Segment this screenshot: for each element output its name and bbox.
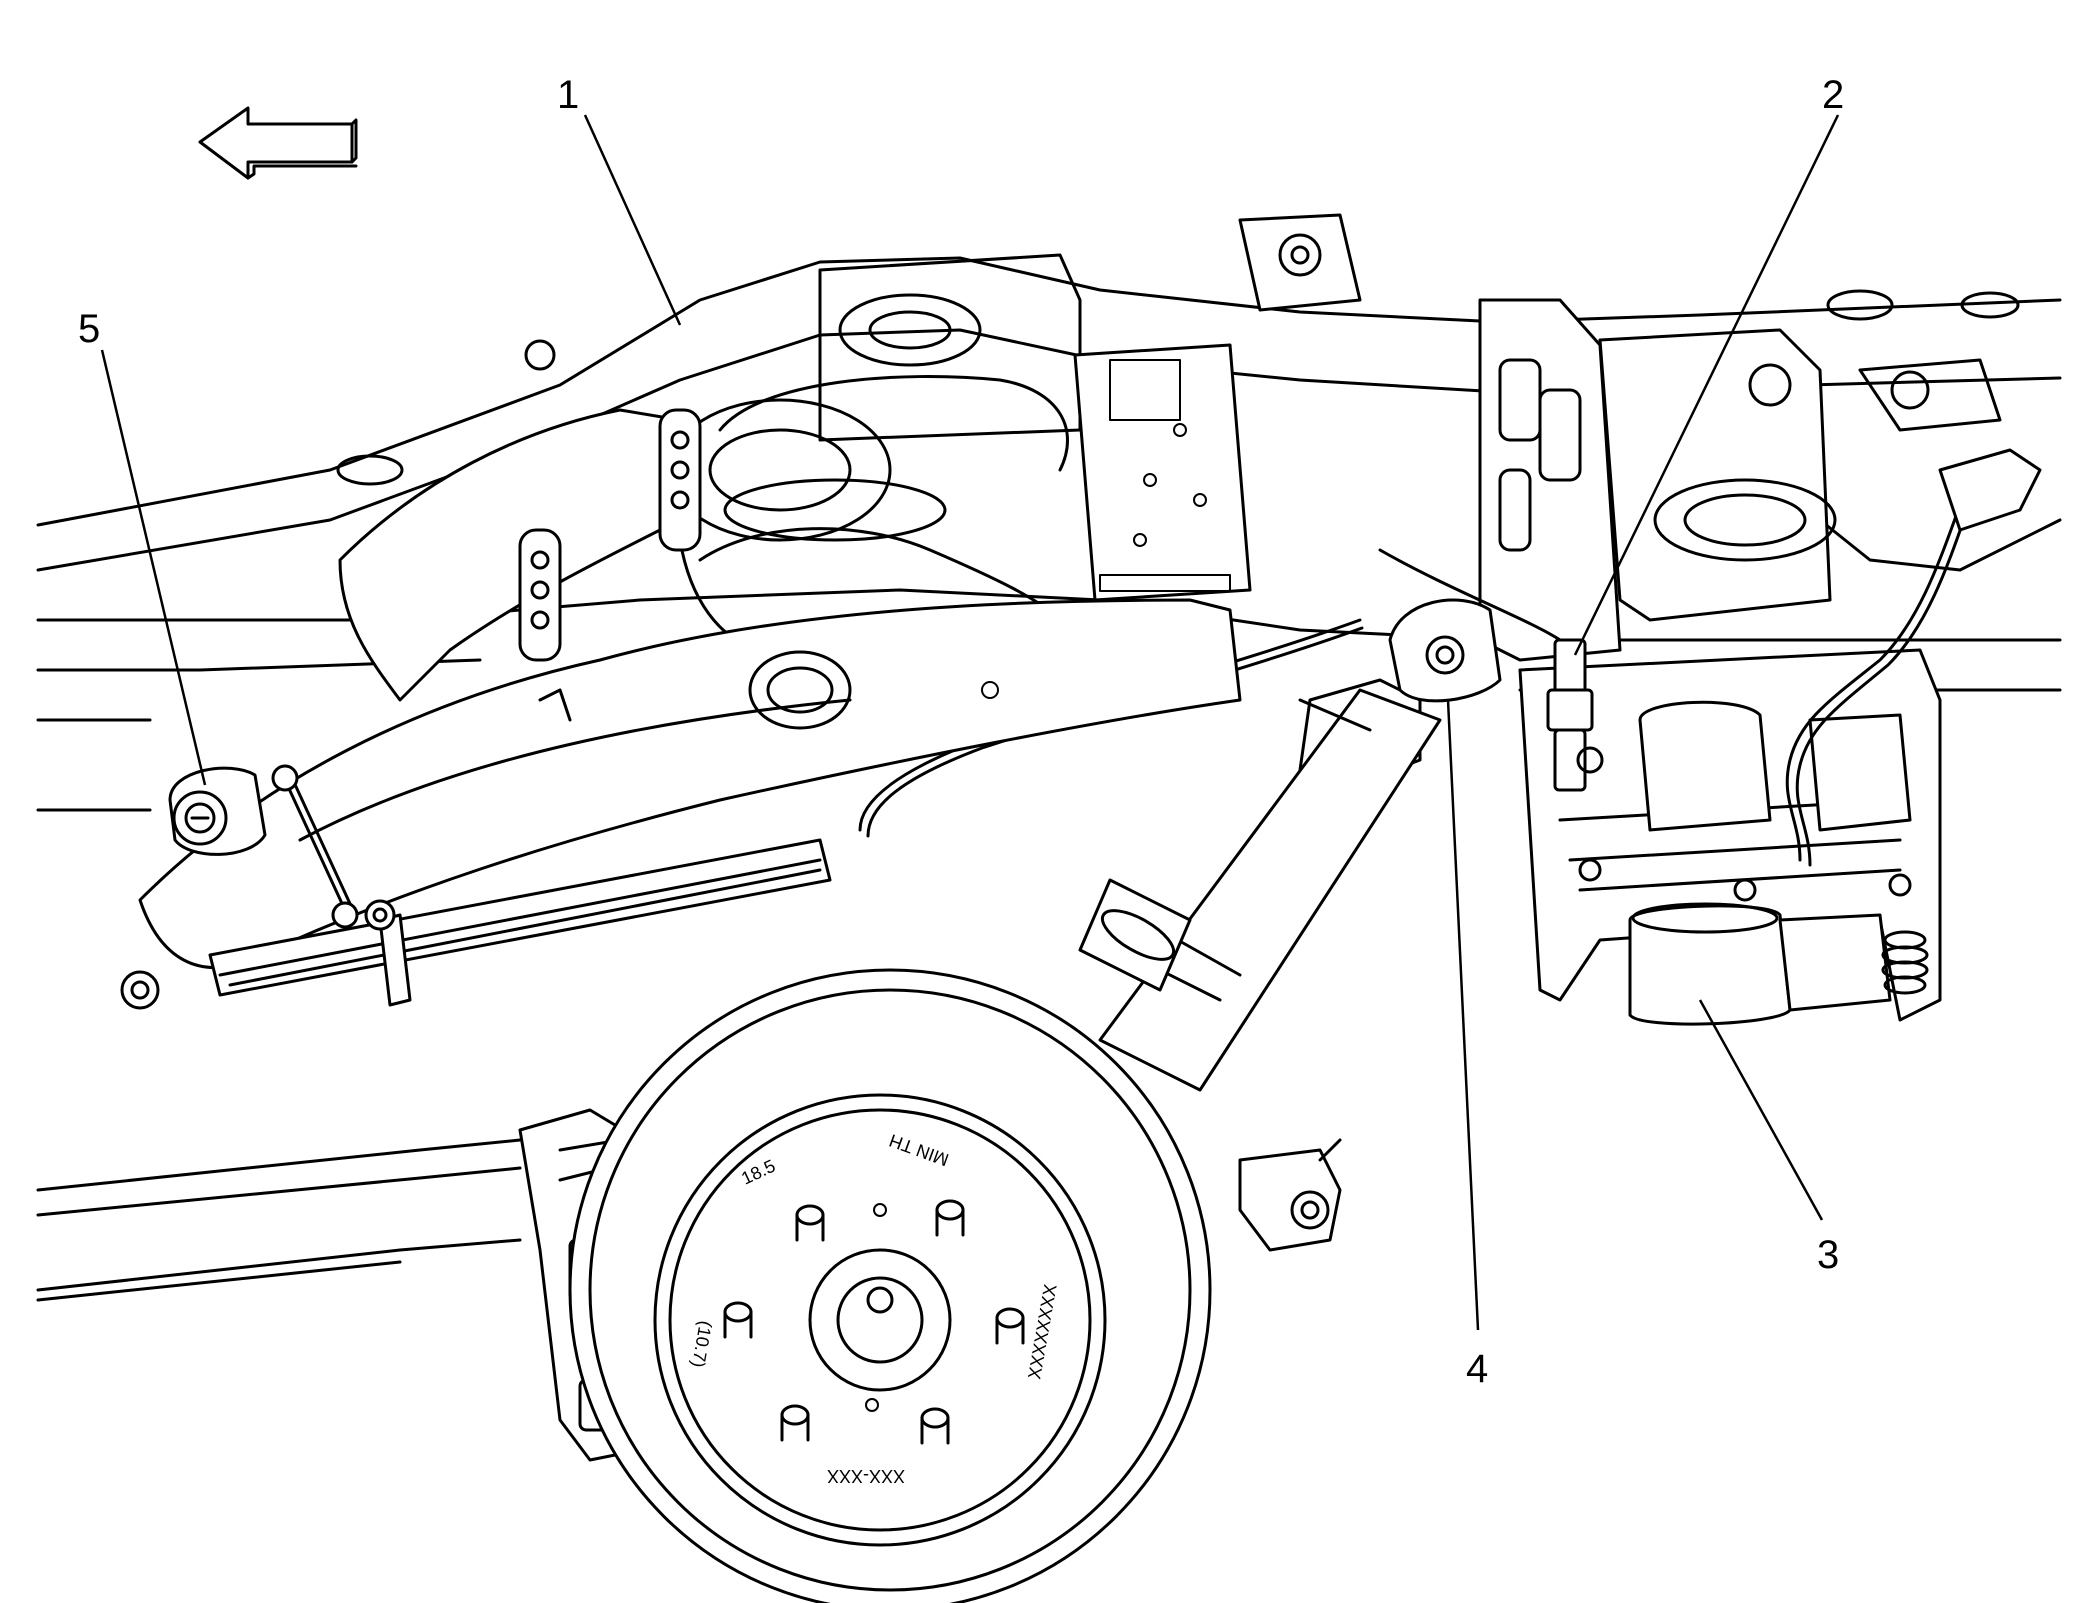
- compressor-spring: [1881, 930, 1929, 995]
- brake-rotor: 18.5 MIN TH (10.7) XXXXXXXX XXX-XXX: [568, 968, 1212, 1603]
- callout-3: 3: [1817, 1233, 1839, 1277]
- upper-control-arm: [338, 408, 702, 702]
- rear-height-sensor: [1546, 638, 1604, 792]
- front-height-sensor: [168, 766, 267, 856]
- front-direction-arrow-icon: [198, 106, 358, 180]
- upper-mount-bracket: [1238, 213, 1362, 312]
- leader-line-4: [1446, 699, 1480, 1331]
- frame-bolts: [336, 289, 2020, 486]
- rotor-marking-bottom: XXX-XXX: [827, 1466, 905, 1486]
- leader-line-1: [583, 114, 682, 326]
- stabilizer-link: [120, 838, 832, 1010]
- callout-1: 1: [557, 73, 579, 117]
- leader-line-5: [100, 349, 207, 786]
- center-bracket: [1073, 343, 1252, 602]
- leader-lines: [100, 114, 1840, 1331]
- air-compressor: [1628, 700, 1929, 1026]
- shock-absorber: [1078, 598, 1502, 1092]
- leader-line-3: [1698, 999, 1824, 1221]
- callout-2: 2: [1822, 73, 1844, 117]
- compressor-bracket: [1478, 298, 2002, 662]
- wiring-harness: [858, 448, 2042, 867]
- wheel-studs: [723, 1199, 1025, 1445]
- callout-4: 4: [1466, 1347, 1488, 1391]
- height-sensor-link: [271, 764, 359, 929]
- callout-5: 5: [78, 307, 100, 351]
- lower-shock-mount: [1238, 1138, 1342, 1252]
- lower-control-arm: [138, 598, 1242, 969]
- leader-line-2: [1573, 114, 1840, 656]
- callout-labels: 1 2 3 4 5: [78, 73, 1844, 1391]
